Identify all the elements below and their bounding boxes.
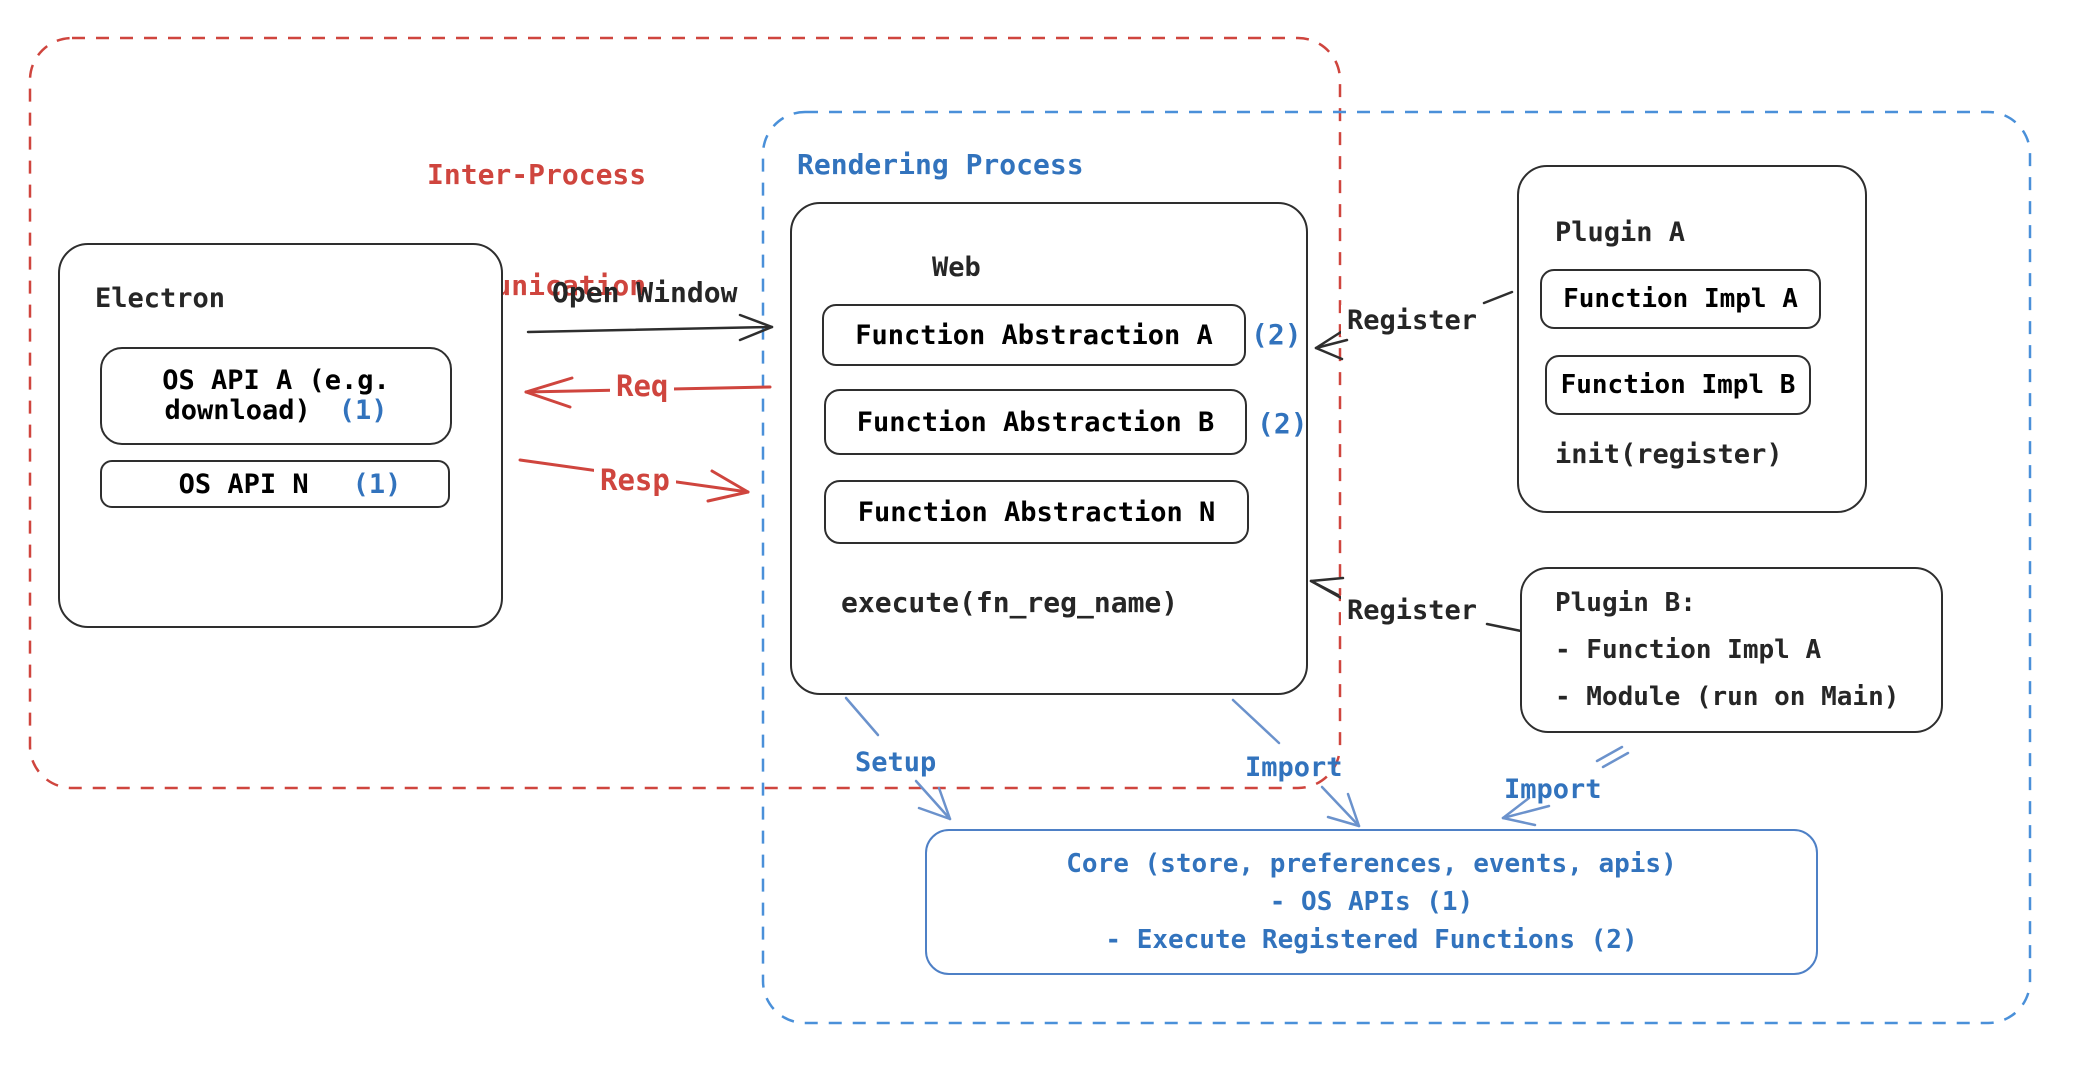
function-impl-b-label: Function Impl B [1560, 370, 1796, 400]
function-abstraction-a-box: Function Abstraction A [822, 304, 1246, 366]
open-window-label: Open Window [552, 276, 738, 309]
plugin-b-line2: - Function Impl A [1555, 635, 1822, 665]
function-abstraction-a-label: Function Abstraction A [855, 319, 1213, 351]
web-box: Web Function Abstraction A (2) Function … [790, 202, 1308, 695]
ipc-dashed-border [28, 36, 1342, 790]
rendering-dashed-border [761, 110, 2032, 1025]
import-right-arrow [1501, 745, 1630, 827]
core-box: Core (store, preferences, events, apis) … [925, 829, 1818, 975]
plugin-a-box: Plugin A Function Impl A Function Impl B… [1517, 165, 1867, 513]
core-line1: Core (store, preferences, events, apis) [1066, 849, 1677, 879]
os-api-n-label: OS API N [178, 468, 309, 500]
function-abstraction-a-ref: (2) [1251, 318, 1302, 351]
function-abstraction-n-box: Function Abstraction N [824, 480, 1249, 544]
function-impl-a-box: Function Impl A [1540, 269, 1821, 329]
setup-label: Setup [855, 747, 937, 778]
plugin-a-title: Plugin A [1555, 217, 1686, 248]
os-api-n-ref: (1) [352, 468, 402, 500]
os-api-a-ref: (1) [338, 395, 388, 426]
import-right-label: Import [1504, 774, 1602, 805]
plugin-b-line3: - Module (run on Main) [1555, 682, 1900, 712]
web-title: Web [932, 252, 981, 283]
open-window-arrow [526, 313, 774, 342]
plugin-b-box: Plugin B: - Function Impl A - Module (ru… [1520, 567, 1943, 733]
os-api-n-box: OS API N (1) [100, 460, 450, 508]
rendering-process-label: Rendering Process [797, 148, 1084, 181]
os-api-a-line2: download) [164, 395, 311, 426]
setup-arrow [844, 696, 952, 821]
register-top-label: Register [1341, 305, 1484, 336]
function-abstraction-n-label: Function Abstraction N [857, 496, 1216, 528]
electron-box: Electron OS API A (e.g. download) (1) OS… [58, 243, 503, 628]
init-register-label: init(register) [1555, 439, 1783, 470]
resp-label: Resp [594, 463, 676, 497]
function-abstraction-b-label: Function Abstraction B [856, 406, 1215, 438]
import-mid-arrow [1231, 698, 1361, 828]
register-bottom-label: Register [1341, 595, 1484, 626]
function-impl-b-box: Function Impl B [1545, 355, 1811, 415]
plugin-b-line1: Plugin B: [1555, 588, 1696, 618]
import-mid-label: Import [1245, 752, 1343, 783]
electron-title: Electron [95, 283, 226, 314]
function-abstraction-b-ref: (2) [1257, 407, 1308, 440]
core-line3: - Execute Registered Functions (2) [1105, 925, 1638, 955]
execute-label: execute(fn_reg_name) [841, 586, 1179, 619]
ipc-title-line1: Inter-Process [427, 158, 647, 191]
core-line2: - OS APIs (1) [1269, 887, 1474, 917]
req-label: Req [610, 369, 675, 403]
function-abstraction-b-box: Function Abstraction B [824, 389, 1247, 455]
os-api-a-box: OS API A (e.g. download) (1) [100, 347, 452, 445]
function-impl-a-label: Function Impl A [1563, 284, 1798, 314]
os-api-a-line1: OS API A (e.g. [162, 365, 390, 396]
